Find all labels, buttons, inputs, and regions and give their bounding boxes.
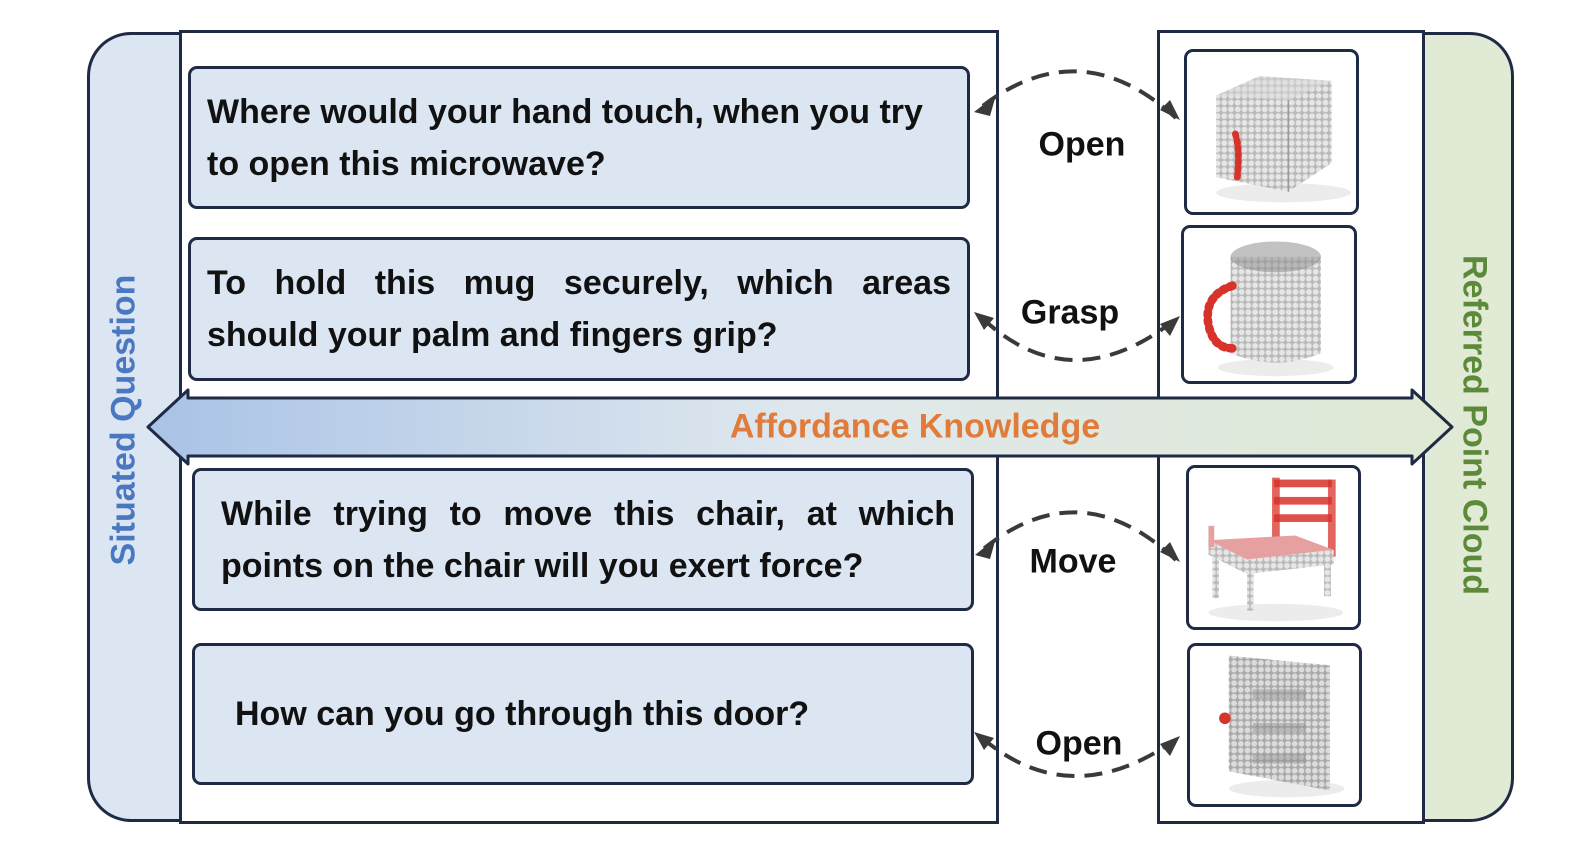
action-label-2: Grasp bbox=[1020, 293, 1120, 332]
question-box-3: While trying to move this chair, at whic… bbox=[192, 468, 974, 611]
affordance-knowledge-label: Affordance Knowledge bbox=[729, 407, 1101, 446]
connector-arc-3 bbox=[980, 510, 1178, 562]
action-label-4: Open bbox=[1035, 724, 1123, 763]
connector-arc-2 bbox=[980, 316, 1174, 362]
microwave-pointcloud-icon bbox=[1184, 49, 1359, 215]
action-label-1: Open bbox=[1038, 125, 1126, 164]
connector-arc-4 bbox=[980, 736, 1174, 778]
chair-pointcloud-icon bbox=[1186, 465, 1361, 630]
question-text-4: How can you go through this door? bbox=[235, 695, 810, 733]
question-text-2: To hold this mug securely, which areas s… bbox=[207, 264, 951, 354]
question-box-1: Where would your hand touch, when you tr… bbox=[188, 66, 970, 209]
connector-arc-1 bbox=[978, 69, 1178, 120]
mug-pointcloud-icon bbox=[1181, 225, 1357, 384]
action-label-3: Move bbox=[1029, 542, 1117, 581]
door-pointcloud-icon bbox=[1187, 643, 1362, 807]
affordance-arrow bbox=[146, 388, 1454, 466]
question-text-3: While trying to move this chair, at whic… bbox=[221, 494, 955, 585]
question-text-1: Where would your hand touch, when you tr… bbox=[207, 92, 923, 183]
question-box-2: To hold this mug securely, which areas s… bbox=[188, 237, 970, 381]
question-box-4: How can you go through this door? bbox=[192, 643, 974, 785]
